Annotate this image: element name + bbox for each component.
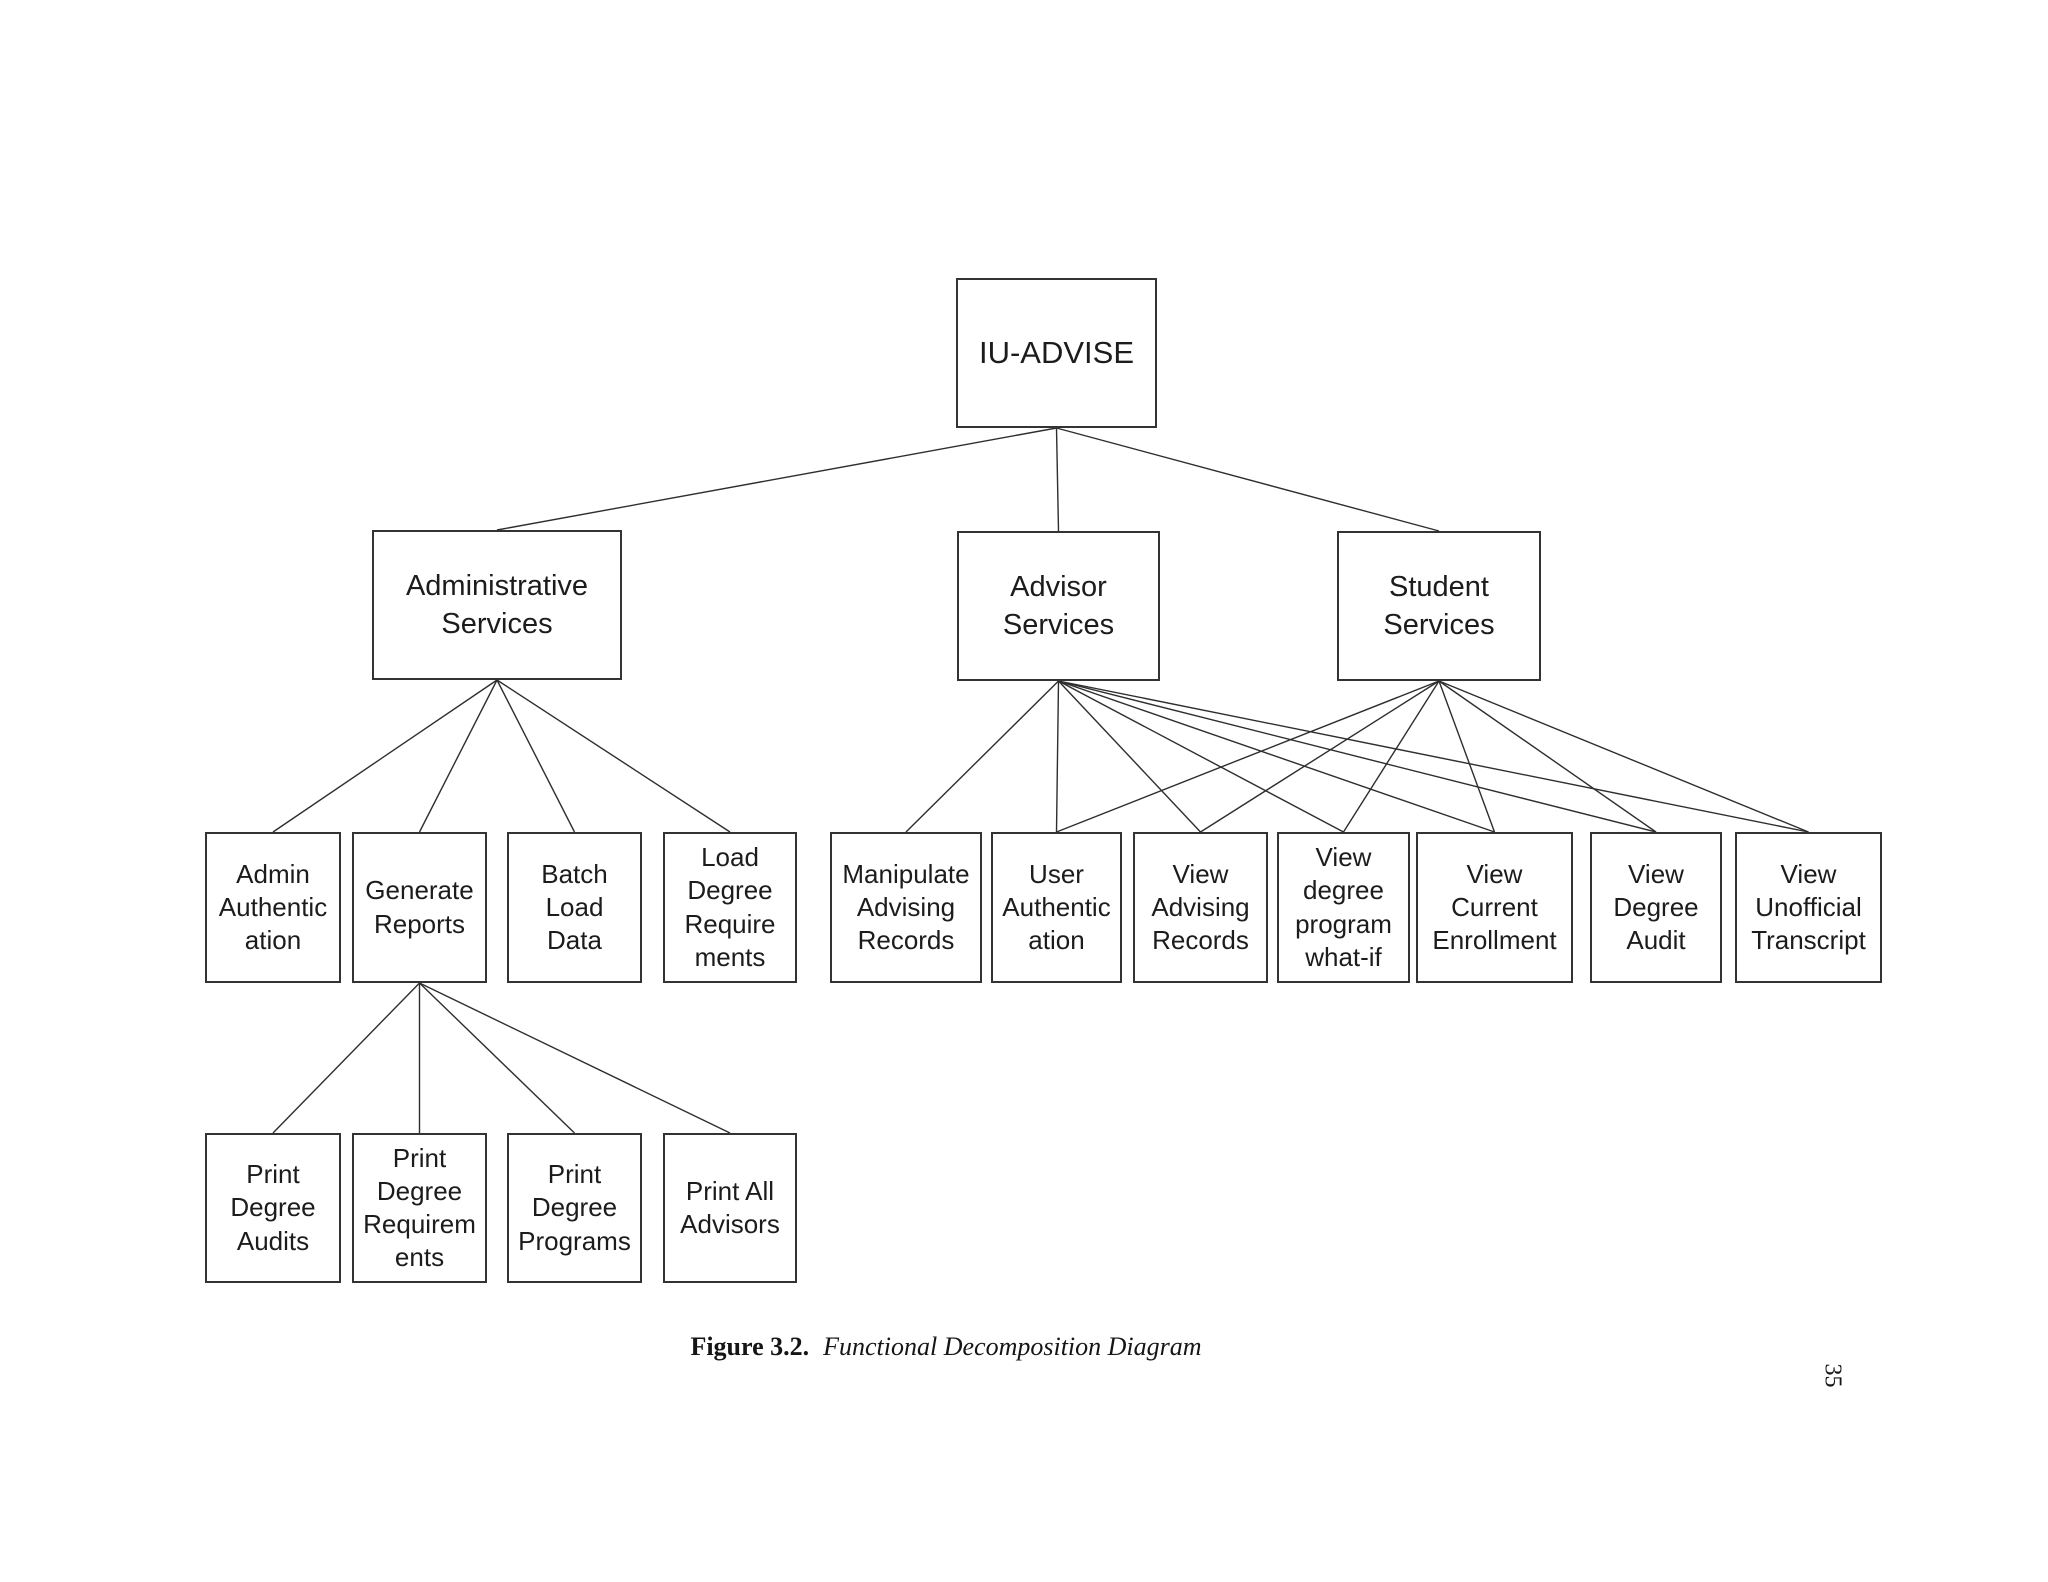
figure-caption: Figure 3.2. Functional Decomposition Diag… bbox=[446, 1332, 1446, 1362]
edge-generate-reports--print-all-advisors bbox=[419, 982, 731, 1134]
edge-student-services--view-advising-records bbox=[1200, 680, 1440, 833]
node-advisor-services: Advisor Services bbox=[957, 531, 1160, 681]
node-iu-advise: IU-ADVISE bbox=[956, 278, 1157, 428]
edge-iu-advise--student-services bbox=[1056, 427, 1440, 532]
node-view-degree-program-what-if: View degree program what-if bbox=[1277, 832, 1410, 983]
node-label: Student Services bbox=[1383, 570, 1495, 641]
node-label: Print Degree Requirem ents bbox=[363, 1142, 476, 1273]
node-manipulate-advising-records: Manipulate Advising Records bbox=[830, 832, 982, 983]
edge-iu-advise--administrative-services bbox=[496, 427, 1057, 531]
node-print-all-advisors: Print All Advisors bbox=[663, 1133, 797, 1283]
edge-administrative-services--generate-reports bbox=[418, 679, 498, 833]
node-print-degree-audits: Print Degree Audits bbox=[205, 1133, 341, 1283]
node-label: View Degree Audit bbox=[1613, 858, 1699, 955]
node-label: Load Degree Require ments bbox=[684, 842, 776, 972]
node-label: Print Degree Audits bbox=[230, 1159, 316, 1256]
edge-student-services--user-authentication bbox=[1056, 680, 1440, 833]
edge-administrative-services--batch-load-data bbox=[496, 679, 576, 833]
node-view-current-enrollment: View Current Enrollment bbox=[1416, 832, 1573, 983]
node-generate-reports: Generate Reports bbox=[352, 832, 487, 983]
node-view-degree-audit: View Degree Audit bbox=[1590, 832, 1722, 983]
edge-advisor-services--user-authentication bbox=[1055, 680, 1060, 833]
edge-student-services--view-current-enrollment bbox=[1438, 680, 1496, 833]
node-label: Advisor Services bbox=[1002, 570, 1115, 641]
node-label: Admin Authentic ation bbox=[218, 858, 328, 955]
node-batch-load-data: Batch Load Data bbox=[507, 832, 642, 983]
node-view-unofficial-transcript: View Unofficial Transcript bbox=[1735, 832, 1882, 983]
figure-caption-label: Figure 3.2. bbox=[690, 1332, 810, 1361]
edge-generate-reports--print-degree-programs bbox=[419, 982, 575, 1134]
node-label: Batch Load Data bbox=[541, 858, 608, 955]
edge-student-services--view-degree-audit bbox=[1438, 680, 1657, 833]
node-label: View Advising Records bbox=[1151, 858, 1250, 955]
node-label: Generate Reports bbox=[365, 875, 474, 939]
node-view-advising-records: View Advising Records bbox=[1133, 832, 1268, 983]
edge-student-services--view-degree-program-what-if bbox=[1342, 680, 1440, 833]
edge-student-services--view-unofficial-transcript bbox=[1438, 680, 1809, 833]
node-label: View degree program what-if bbox=[1295, 842, 1392, 972]
edge-administrative-services--admin-authentication bbox=[272, 679, 498, 833]
node-administrative-services: Administrative Services bbox=[372, 530, 622, 680]
node-label: Administrative Services bbox=[405, 569, 589, 640]
edge-advisor-services--view-advising-records bbox=[1057, 680, 1202, 833]
edge-advisor-services--manipulate-advising-records bbox=[905, 680, 1059, 833]
node-label: User Authentic ation bbox=[1002, 858, 1111, 955]
node-user-authentication: User Authentic ation bbox=[991, 832, 1122, 983]
node-load-degree-requirements: Load Degree Require ments bbox=[663, 832, 797, 983]
node-student-services: Student Services bbox=[1337, 531, 1541, 681]
node-admin-authentication: Admin Authentic ation bbox=[205, 832, 341, 983]
edge-advisor-services--view-degree-audit bbox=[1058, 680, 1657, 833]
page-number: 35 bbox=[1819, 1363, 1846, 1388]
edge-advisor-services--view-degree-program-what-if bbox=[1058, 680, 1344, 833]
node-label: Manipulate Advising Records bbox=[842, 858, 970, 955]
node-print-degree-programs: Print Degree Programs bbox=[507, 1133, 642, 1283]
node-label: IU-ADVISE bbox=[978, 334, 1135, 370]
edge-iu-advise--advisor-services bbox=[1055, 427, 1060, 532]
edge-advisor-services--view-current-enrollment bbox=[1058, 680, 1495, 833]
figure-caption-title: Functional Decomposition Diagram bbox=[823, 1332, 1202, 1361]
edge-generate-reports--print-degree-audits bbox=[272, 982, 421, 1134]
edge-advisor-services--view-unofficial-transcript bbox=[1058, 680, 1809, 833]
node-label: View Unofficial Transcript bbox=[1751, 858, 1866, 955]
node-print-degree-requirements: Print Degree Requirem ents bbox=[352, 1133, 487, 1283]
node-label: Print All Advisors bbox=[680, 1175, 780, 1239]
node-label: View Current Enrollment bbox=[1432, 858, 1557, 955]
node-label: Print Degree Programs bbox=[518, 1159, 631, 1256]
edge-administrative-services--load-degree-requirements bbox=[496, 679, 731, 833]
